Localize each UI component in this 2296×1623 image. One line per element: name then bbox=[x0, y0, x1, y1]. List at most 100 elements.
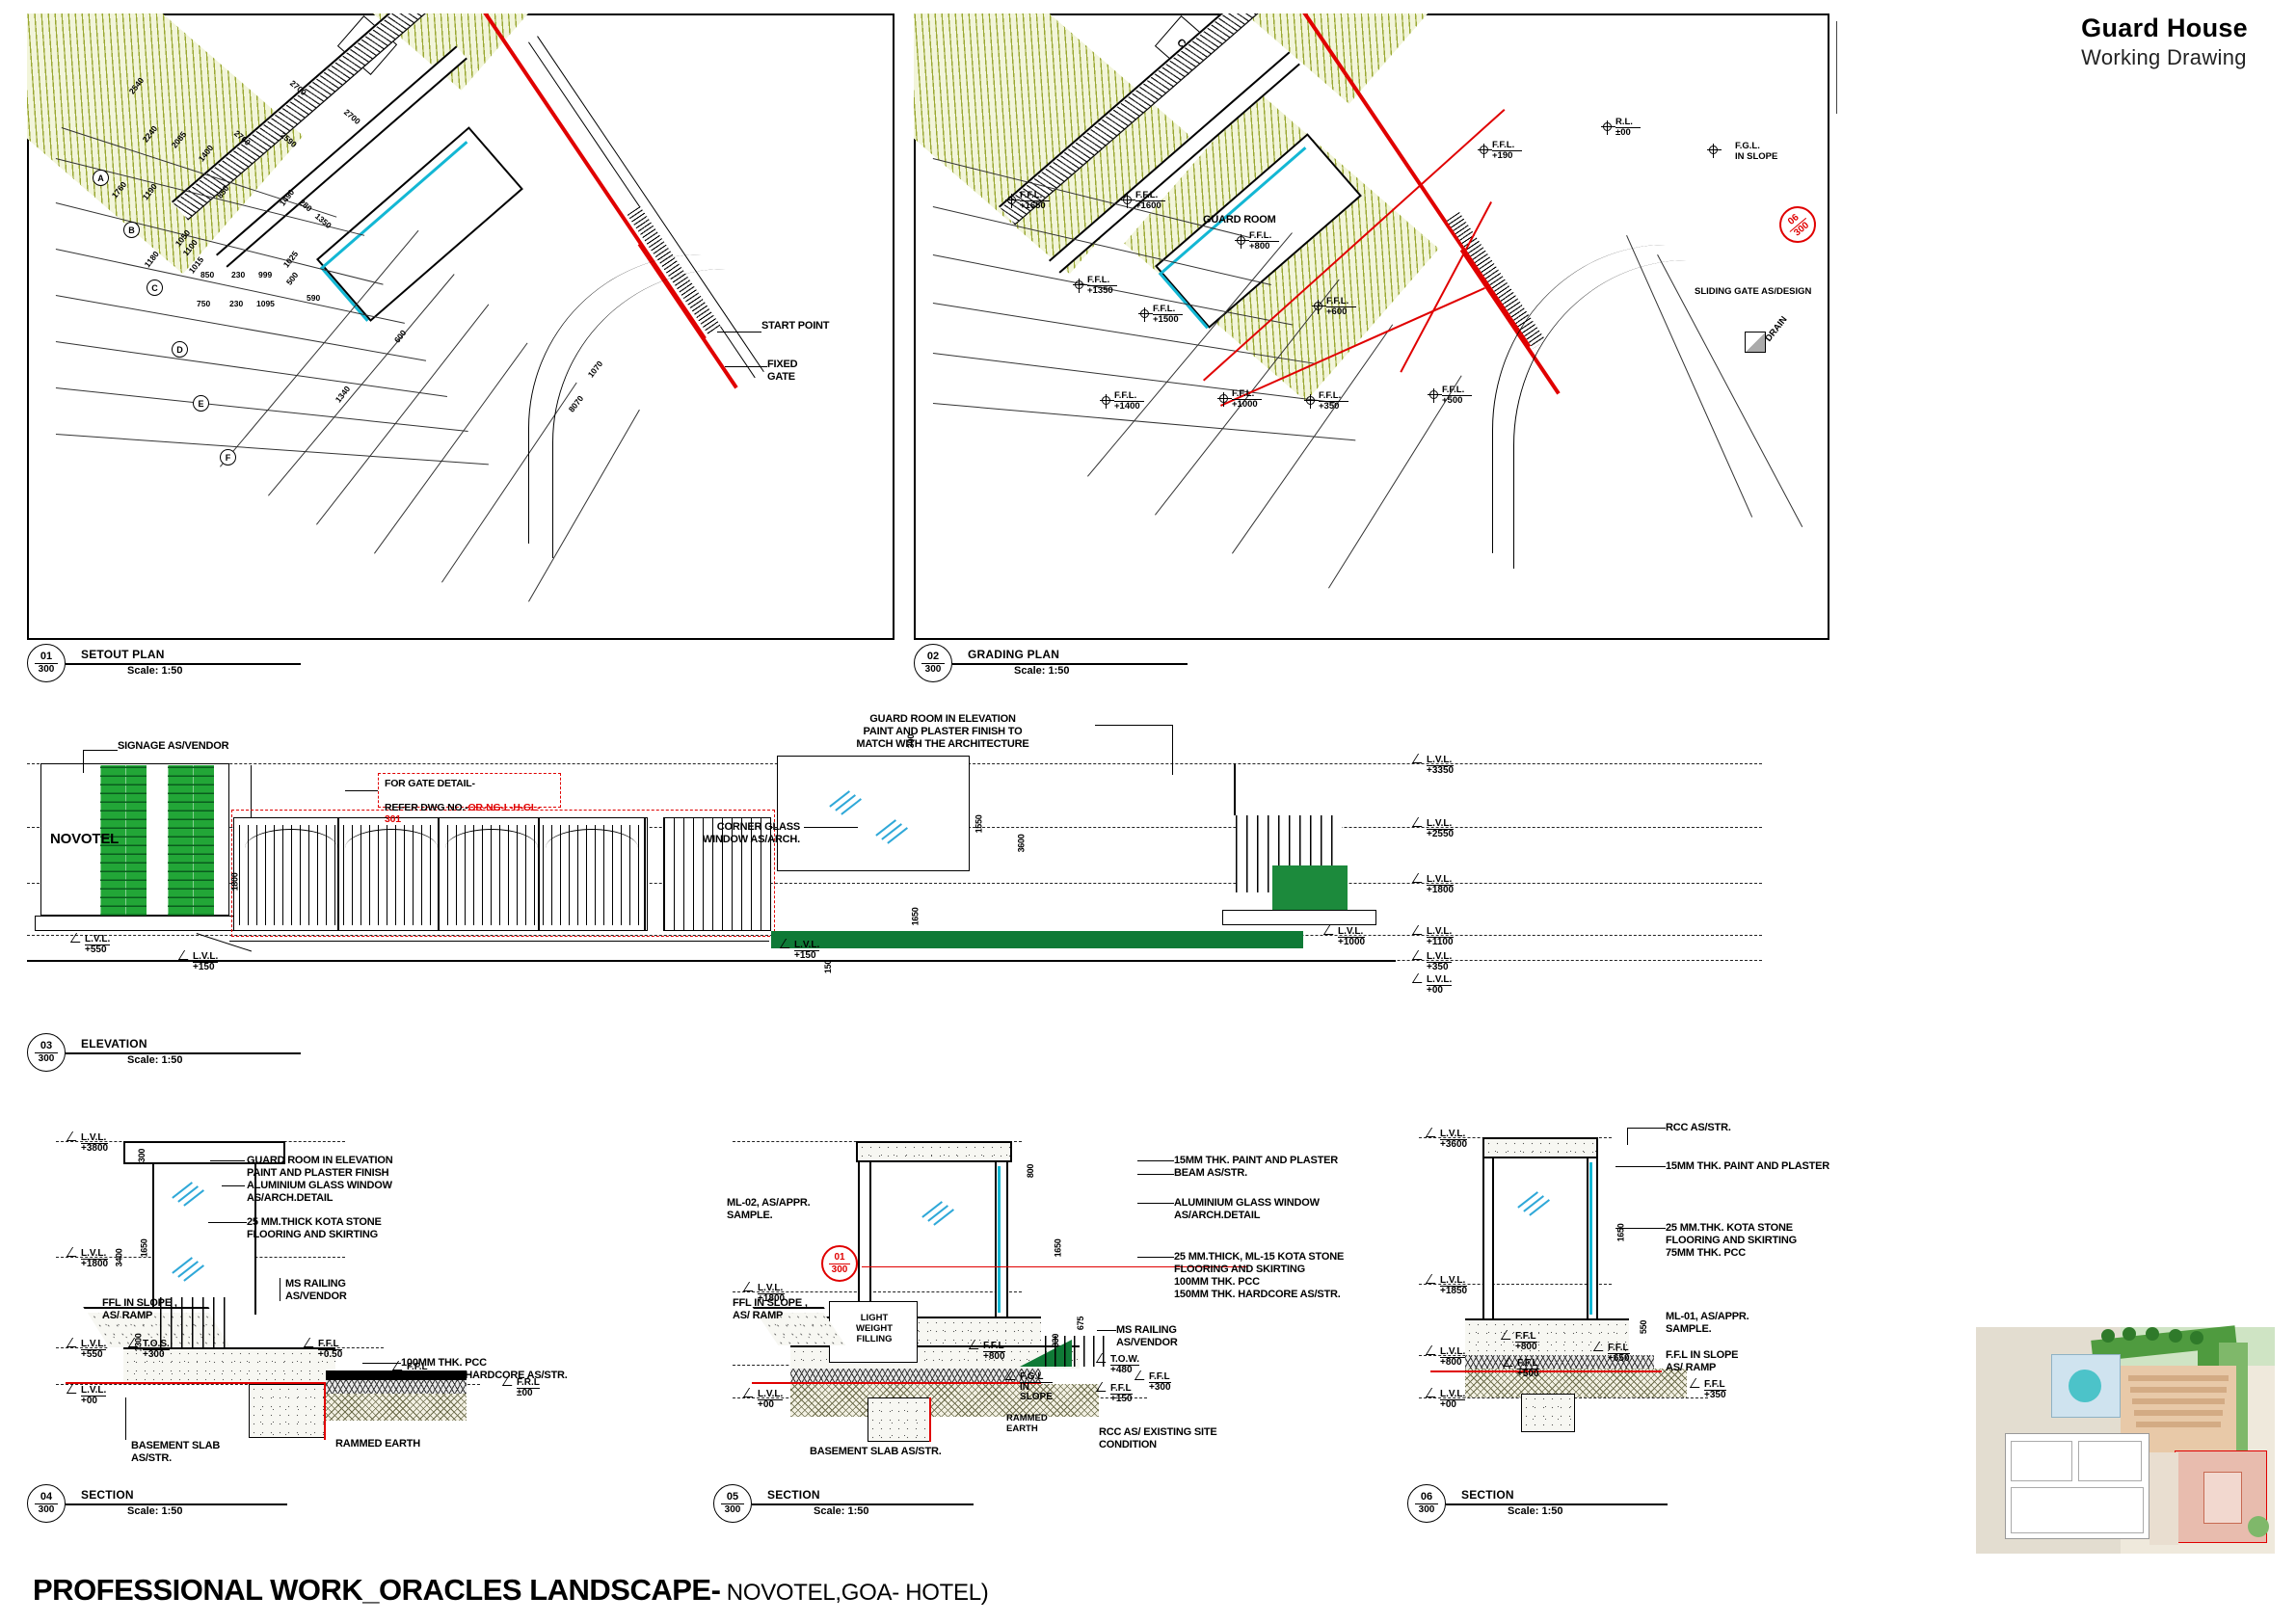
plinth-left bbox=[35, 916, 243, 931]
level-value: +3800 bbox=[81, 1143, 109, 1154]
view-scale-text: Scale: 1:50 bbox=[1014, 665, 1070, 677]
level-marker: F.F.L. +1650 bbox=[1005, 191, 1051, 211]
dimension: 750 bbox=[197, 299, 211, 308]
gate-note-line-1: FOR GATE DETAIL- bbox=[385, 778, 475, 789]
view-tag-bubble-02[interactable]: 02 300 bbox=[914, 644, 952, 682]
level-marker: F.F.L. +1000 bbox=[1217, 389, 1263, 410]
note-ms-railing: MS RAILING AS/VENDOR bbox=[1116, 1324, 1178, 1348]
level-marker: F.F.L. +190 bbox=[1478, 141, 1523, 161]
floor-slab bbox=[123, 1347, 335, 1384]
level-value: IN SLOPE bbox=[1020, 1382, 1053, 1402]
level-value: +3600 bbox=[1440, 1139, 1468, 1150]
view-tag-number: 03 bbox=[40, 1040, 53, 1051]
level-label: R.L. bbox=[1615, 118, 1641, 128]
level-value: +190 bbox=[1492, 149, 1513, 161]
note-start-point: START POINT bbox=[761, 320, 830, 332]
level-value: +350 bbox=[1319, 400, 1340, 412]
view-tag-bubble-05[interactable]: 05 300 bbox=[713, 1484, 752, 1523]
level-label: L.V.L. bbox=[1427, 755, 1455, 766]
view-tag-bubble-01[interactable]: 01 300 bbox=[27, 644, 66, 682]
level-label: F.F.L. bbox=[1020, 191, 1051, 201]
grid-bubble-f[interactable]: F bbox=[220, 449, 236, 466]
level-value: +350 bbox=[1427, 962, 1449, 972]
grid-bubble-a[interactable]: A bbox=[93, 170, 109, 186]
level-label: F.F.L bbox=[1515, 1331, 1537, 1343]
view-title-text: SECTION bbox=[767, 1488, 820, 1502]
level-label: F.F.L. bbox=[1114, 391, 1145, 402]
level-value: +600 bbox=[1326, 306, 1348, 317]
note-basement-slab: BASEMENT SLAB AS/STR. bbox=[810, 1446, 942, 1457]
level-label: F.F.L. bbox=[1153, 305, 1184, 315]
dimension: 500 bbox=[283, 270, 301, 287]
gate-arc-3 bbox=[445, 829, 538, 867]
level-marker-rl: R.L. ±00 bbox=[1601, 118, 1641, 138]
title-block-divider bbox=[1836, 21, 1838, 114]
level-value: +300 bbox=[143, 1349, 165, 1360]
roof-slab bbox=[123, 1141, 285, 1164]
view-title-04: 04 300 SECTION Scale: 1:50 bbox=[27, 1484, 316, 1523]
level-value: +1000 bbox=[1338, 937, 1366, 947]
level-label: F.F.L bbox=[1704, 1379, 1726, 1391]
setout-plan-viewport: CB A B C bbox=[27, 13, 894, 640]
section-marker-06[interactable]: 06 300 bbox=[1772, 199, 1824, 251]
note-fgl-in-slope: F.G.L. IN SLOPE bbox=[1735, 141, 1778, 163]
glass-hatch-icon bbox=[170, 1176, 208, 1207]
level-marker: F.F.L. +1600 bbox=[1121, 191, 1166, 211]
level-label: F.F.L bbox=[407, 1363, 432, 1373]
note-paint-plaster: 15MM THK. PAINT AND PLASTER bbox=[1666, 1160, 1829, 1172]
view-title-03: 03 300 ELEVATION Scale: 1:50 bbox=[27, 1033, 316, 1072]
level-label: F.F.L bbox=[983, 1341, 1005, 1352]
level-value: +800 bbox=[1440, 1357, 1462, 1368]
view-tag-bubble-06[interactable]: 06 300 bbox=[1407, 1484, 1446, 1523]
foundation-block bbox=[249, 1384, 326, 1438]
section-marker-sheet: 300 bbox=[829, 1263, 850, 1275]
view-title-text: SECTION bbox=[81, 1488, 134, 1502]
note-sliding-gate: SLIDING GATE AS/DESIGN bbox=[1695, 286, 1812, 297]
view-tag-bubble-04[interactable]: 04 300 bbox=[27, 1484, 66, 1523]
note-rammed-earth: RAMMED EARTH bbox=[335, 1438, 421, 1450]
level-value: ±00 bbox=[517, 1388, 533, 1398]
note-light-weight-filling: LIGHT WEIGHT FILLING bbox=[856, 1313, 893, 1345]
dimension: 3400 bbox=[114, 1248, 124, 1267]
level-value: +150 bbox=[193, 962, 215, 972]
green-band bbox=[771, 931, 1303, 948]
rammed-earth-layer bbox=[326, 1394, 467, 1421]
guard-room-label: GUARD ROOM bbox=[1203, 214, 1276, 226]
level-value: +1500 bbox=[1153, 313, 1179, 325]
key-plan-thumbnail[interactable] bbox=[1976, 1325, 2275, 1554]
level-label: F.F.L. bbox=[1232, 389, 1263, 400]
level-label: L.V.L. bbox=[1440, 1389, 1466, 1400]
dimension: 1650 bbox=[910, 907, 921, 926]
note-fixed-gate: FIXED GATE bbox=[767, 359, 798, 383]
note-rcc: RCC AS/STR. bbox=[1666, 1122, 1731, 1133]
level-marker: F.F.L. +1500 bbox=[1138, 305, 1184, 325]
view-title-text: GRADING PLAN bbox=[968, 648, 1060, 661]
level-marker: F.F.L. +1350 bbox=[1073, 276, 1118, 296]
level-value: +150 bbox=[1110, 1394, 1133, 1404]
grid-bubble-e[interactable]: E bbox=[193, 395, 209, 412]
glass-hatch-icon-2 bbox=[170, 1251, 208, 1282]
note-rammed-earth: RAMMED EARTH bbox=[1006, 1413, 1048, 1435]
grid-bubble-d[interactable]: D bbox=[172, 341, 188, 358]
level-label: F.F.L bbox=[1608, 1343, 1630, 1354]
footer-main-text: PROFESSIONAL WORK_ORACLES LANDSCAPE- bbox=[33, 1573, 721, 1607]
level-label: F.F.L bbox=[1149, 1371, 1171, 1383]
section-marker-01[interactable]: 01 300 bbox=[821, 1245, 858, 1282]
section-05-viewport: LIGHT WEIGHT FILLING 01 300 800 1650 bbox=[713, 1108, 1388, 1494]
glass-hatch-icon bbox=[920, 1195, 958, 1226]
dimension: 675 bbox=[1076, 1316, 1086, 1331]
level-value: +1600 bbox=[1135, 200, 1161, 211]
level-label: F.F.L. bbox=[1326, 297, 1357, 307]
view-tag-sheet: 300 bbox=[35, 1503, 58, 1515]
level-value: +800 bbox=[983, 1351, 1005, 1362]
level-label: L.V.L. bbox=[85, 934, 111, 945]
dimension: 280 bbox=[297, 197, 314, 214]
view-tag-number: 04 bbox=[40, 1491, 53, 1503]
grid-bubble-c[interactable]: C bbox=[147, 279, 163, 296]
roof-fill bbox=[1484, 1139, 1596, 1157]
level-value: +1800 bbox=[81, 1259, 109, 1269]
grid-bubble-b[interactable]: B bbox=[123, 222, 140, 238]
level-value: +00 bbox=[1440, 1399, 1456, 1410]
view-tag-bubble-03[interactable]: 03 300 bbox=[27, 1033, 66, 1072]
level-value: +500 bbox=[1517, 1369, 1539, 1379]
